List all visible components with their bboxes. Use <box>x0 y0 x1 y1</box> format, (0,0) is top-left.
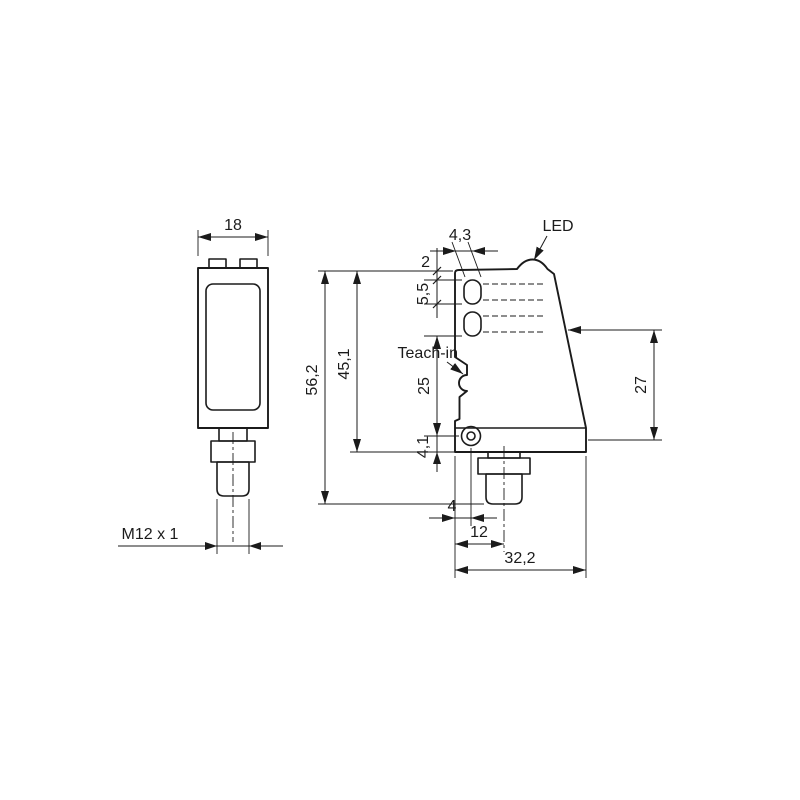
front-tab-left <box>208 258 227 269</box>
side-view-outline <box>454 258 587 453</box>
front-connector-thread <box>216 461 250 497</box>
dim-label-hole-offset: 4,1 <box>415 436 432 458</box>
dim-label-top-offset: 2 <box>421 254 430 271</box>
dim-slot-width: 4,3 <box>430 227 498 278</box>
dim-beam-height: 27 <box>568 326 662 441</box>
side-connector-thread <box>485 473 523 505</box>
front-body <box>197 267 269 429</box>
front-tab-right <box>239 258 258 269</box>
label-teach-in: Teach-in <box>398 345 458 362</box>
dim-total-height: 56,2 <box>304 271 484 505</box>
dim-label-front-width: 18 <box>224 217 242 234</box>
dim-ext-line <box>467 241 482 278</box>
led-leader-line <box>533 235 548 261</box>
front-view <box>197 258 269 542</box>
oblique-tick <box>432 299 442 309</box>
dim-slot-offsets: 2 5,5 <box>318 248 462 318</box>
label-led: LED <box>542 218 573 235</box>
dim-front-width: 18 <box>197 217 269 256</box>
dim-hole-offset: 4,1 <box>415 436 441 472</box>
bottom-extension-lines <box>454 448 587 578</box>
teach-in-callout: Teach-in <box>398 345 464 375</box>
dim-label-mid-height: 25 <box>416 377 433 395</box>
teach-in-leader-line <box>446 361 464 375</box>
arrowhead <box>433 452 441 464</box>
dim-mid-height: 25 <box>416 335 462 437</box>
dim-connector-x: 12 <box>455 524 504 548</box>
oblique-tick <box>432 275 442 285</box>
mounting-hole-outer <box>460 425 482 447</box>
side-view <box>454 258 587 552</box>
dim-label-connector-x: 12 <box>470 524 488 541</box>
led-slot-bottom <box>463 311 482 337</box>
dim-body-height: 45,1 <box>336 271 455 453</box>
mounting-hole-inner <box>466 431 476 441</box>
led-slot-top <box>463 279 482 305</box>
dim-label-slot-width: 4,3 <box>449 227 471 244</box>
dim-label-body-height: 45,1 <box>336 348 353 379</box>
dim-label-hole-x: 4 <box>448 498 457 515</box>
dim-ext-line <box>451 241 466 278</box>
arrowhead <box>205 542 217 550</box>
dim-label-beam-height: 27 <box>633 376 650 394</box>
oblique-tick <box>432 266 442 276</box>
dim-thread: M12 x 1 <box>118 499 283 554</box>
dim-hole-x: 4 <box>429 498 497 522</box>
dim-label-thread: M12 x 1 <box>122 526 179 543</box>
led-callout: LED <box>533 218 574 261</box>
dim-label-slot-pitch: 5,5 <box>415 283 432 305</box>
dim-depth: 32,2 <box>455 550 586 574</box>
arrowhead <box>249 542 261 550</box>
dim-label-total-height: 56,2 <box>304 364 321 395</box>
dim-label-depth: 32,2 <box>504 550 535 567</box>
front-lens-window <box>205 283 261 411</box>
